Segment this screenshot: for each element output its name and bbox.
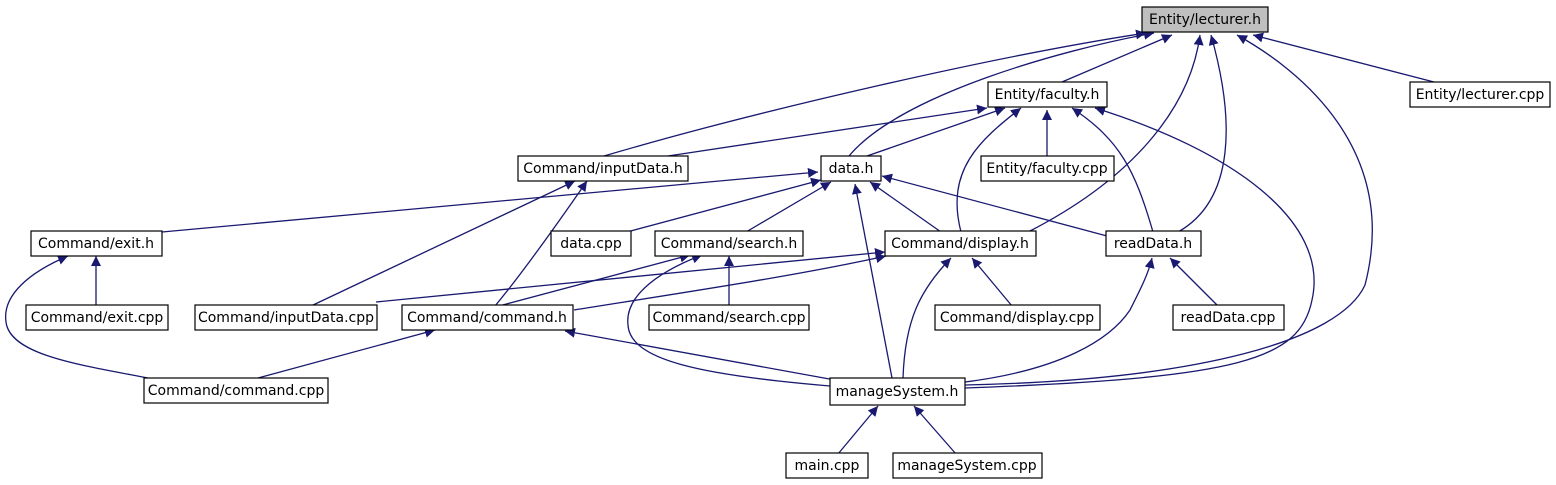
node-label: main.cpp [795, 458, 860, 474]
node-label: Command/inputData.h [523, 161, 682, 177]
edge-managesystem-h-to-search-h [627, 253, 831, 387]
node-managesystem-h[interactable]: manageSystem.h [829, 377, 966, 406]
node-label: Command/display.h [891, 236, 1029, 252]
edge-main-cpp-to-managesystem-h [837, 405, 879, 455]
edge-display-cpp-to-display-h [971, 257, 1013, 307]
node-label: data.h [829, 161, 874, 177]
node-label: manageSystem.h [836, 384, 959, 400]
node-main-cpp[interactable]: main.cpp [785, 452, 869, 479]
node-exit-h[interactable]: Command/exit.h [30, 230, 163, 257]
node-label: Command/search.cpp [652, 310, 805, 326]
node-lecturer-cpp[interactable]: Entity/lecturer.cpp [1409, 81, 1551, 108]
edge-managesystem-cpp-to-managesystem-h [913, 405, 957, 455]
file-nodes: Entity/lecturer.h Entity/faculty.h Entit… [25, 6, 1551, 479]
node-label: Command/command.cpp [148, 383, 325, 399]
node-display-cpp[interactable]: Command/display.cpp [934, 304, 1101, 331]
edge-display-h-to-data-h [869, 181, 942, 233]
node-label: Command/search.h [661, 236, 798, 252]
node-inputdata-cpp[interactable]: Command/inputData.cpp [194, 304, 378, 331]
node-inputdata-h[interactable]: Command/inputData.h [517, 155, 689, 182]
edge-data-h-to-lecturer-h [848, 29, 1155, 157]
node-data-cpp[interactable]: data.cpp [550, 230, 632, 257]
edge-command-h-to-display-h [573, 253, 887, 311]
dependency-edges [5, 29, 1435, 455]
node-command-h[interactable]: Command/command.h [401, 304, 574, 331]
edge-command-cpp-to-command-h [257, 327, 436, 379]
edge-managesystem-h-to-readdata-h [964, 257, 1155, 383]
node-label: data.cpp [560, 236, 622, 252]
edge-search-h-to-data-h [745, 181, 832, 233]
edge-data-h-to-faculty-h [866, 106, 1006, 157]
edge-exit-h-to-data-h [161, 167, 819, 233]
edge-lecturer-cpp-to-lecturer-h [1252, 32, 1435, 83]
edge-inputdata-cpp-to-inputdata-h [310, 180, 576, 307]
edge-faculty-h-to-lecturer-h [1061, 34, 1173, 83]
node-label: Entity/lecturer.h [1149, 12, 1261, 28]
node-managesystem-cpp[interactable]: manageSystem.cpp [892, 452, 1043, 479]
edge-managesystem-h-to-command-h [564, 327, 836, 381]
edge-command-cpp-to-exit-h [5, 255, 149, 379]
node-label: manageSystem.cpp [897, 458, 1036, 474]
node-faculty-cpp[interactable]: Entity/faculty.cpp [980, 155, 1115, 182]
edge-managesystem-h-to-data-h [851, 183, 893, 379]
node-label: Command/exit.cpp [31, 310, 164, 326]
edge-readdata-h-to-data-h [881, 173, 1108, 237]
edge-managesystem-h-to-lecturer-h [964, 34, 1373, 386]
node-label: Command/exit.h [38, 236, 154, 252]
edge-readdata-h-to-lecturer-h [1177, 34, 1227, 233]
node-label: Entity/faculty.cpp [986, 161, 1107, 177]
node-label: Command/display.cpp [940, 310, 1094, 326]
edge-managesystem-h-to-display-h [902, 257, 952, 379]
edge-display-h-to-lecturer-h [1027, 34, 1204, 233]
edge-inputdata-h-to-lecturer-h [603, 29, 1147, 157]
edge-inputdata-h-to-faculty-h [667, 104, 988, 157]
node-search-h[interactable]: Command/search.h [654, 230, 804, 257]
node-readdata-h[interactable]: readData.h [1105, 230, 1202, 257]
edge-data-cpp-to-data-h [626, 177, 822, 233]
node-label: Command/inputData.cpp [198, 310, 374, 326]
node-data-h[interactable]: data.h [820, 155, 882, 182]
edge-managesystem-h-to-faculty-h [964, 106, 1315, 389]
node-readdata-cpp[interactable]: readData.cpp [1172, 304, 1285, 331]
node-label: Command/command.h [407, 310, 567, 326]
node-command-cpp[interactable]: Command/command.cpp [143, 377, 329, 404]
node-label: readData.h [1114, 236, 1192, 252]
node-lecturer-h[interactable]: Entity/lecturer.h [1141, 6, 1269, 33]
edge-readdata-cpp-to-readdata-h [1169, 257, 1219, 307]
edge-command-h-to-inputdata-h [494, 180, 588, 307]
node-display-h[interactable]: Command/display.h [884, 230, 1037, 257]
edge-readdata-h-to-faculty-h [1071, 107, 1154, 233]
edge-display-h-to-faculty-h [956, 107, 1022, 233]
node-search-cpp[interactable]: Command/search.cpp [648, 304, 810, 331]
node-label: readData.cpp [1181, 310, 1276, 326]
node-label: Entity/lecturer.cpp [1416, 87, 1545, 103]
node-exit-cpp[interactable]: Command/exit.cpp [25, 304, 169, 331]
node-faculty-h[interactable]: Entity/faculty.h [987, 81, 1108, 108]
edge-inputdata-cpp-to-display-h [375, 248, 886, 303]
node-label: Entity/faculty.h [995, 87, 1100, 103]
